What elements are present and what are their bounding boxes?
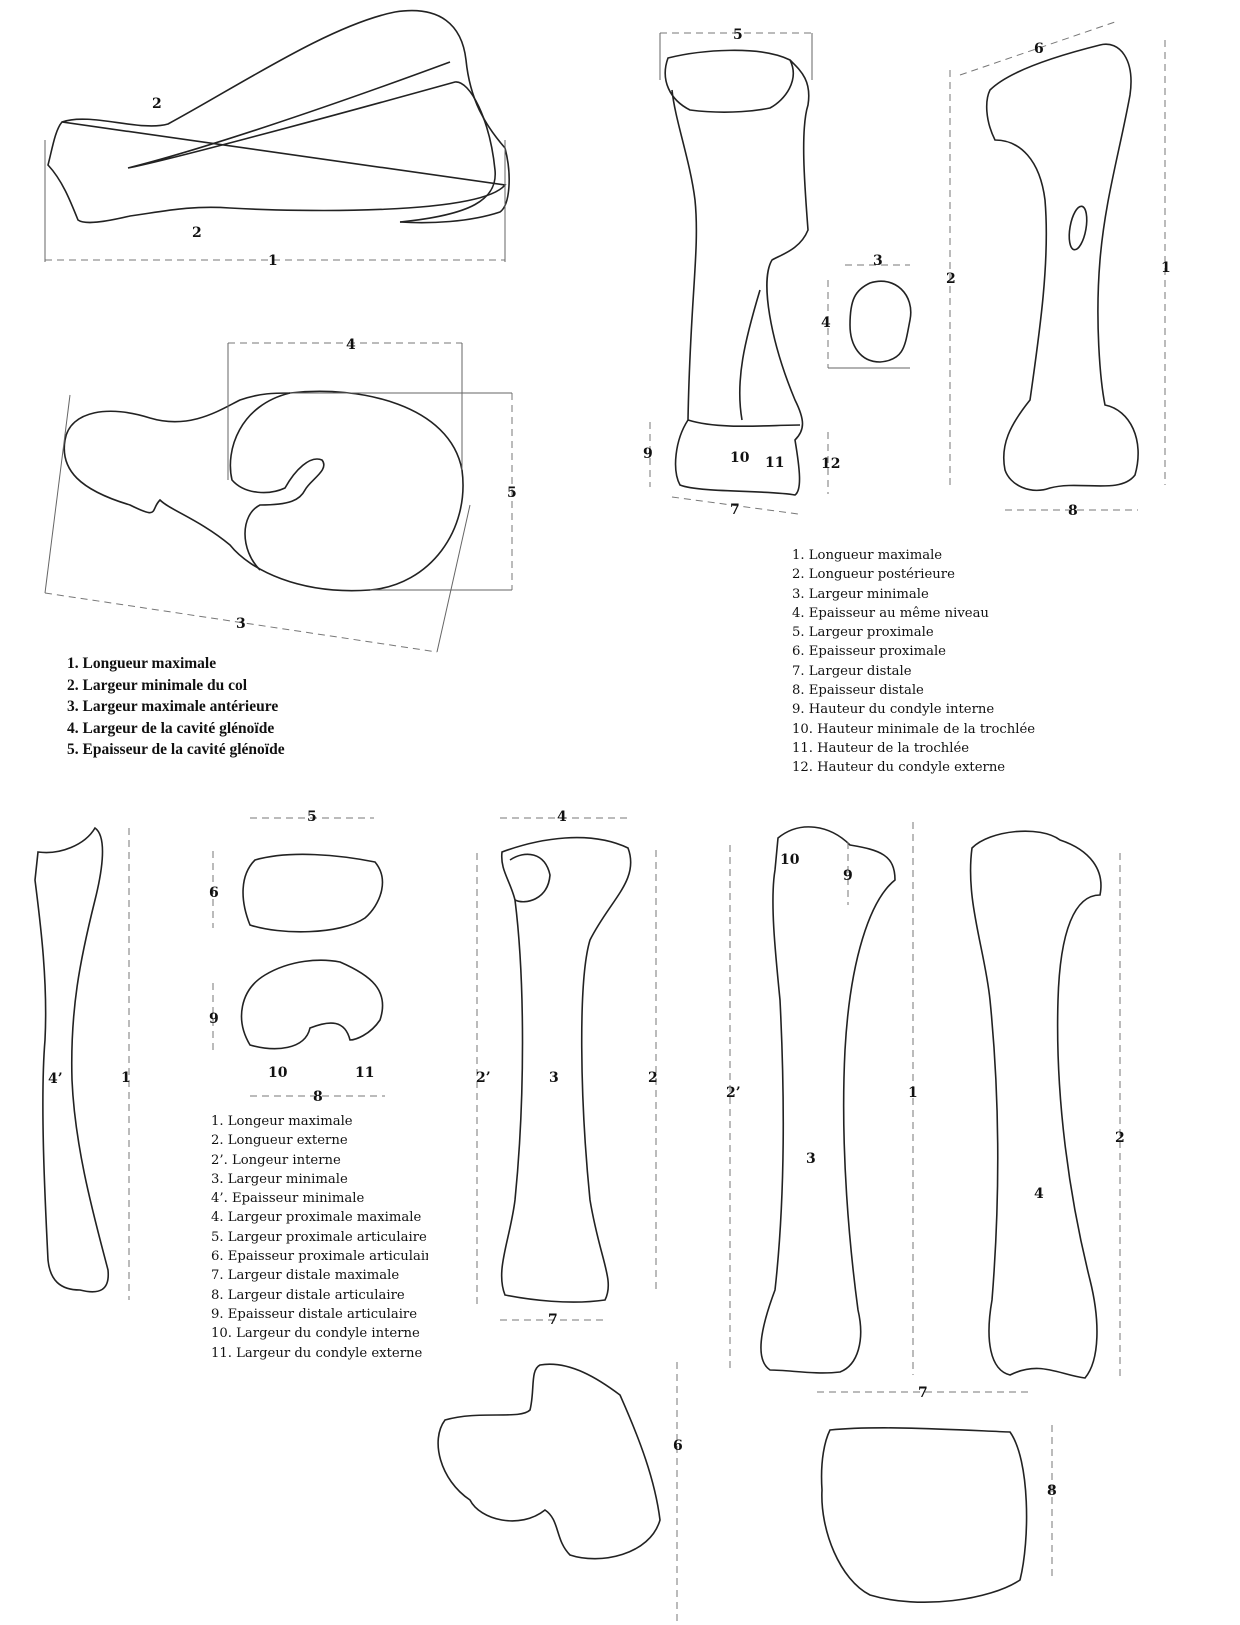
dim-label: 3 <box>873 253 883 269</box>
legend-item: 9. Hauteur du condyle interne <box>792 702 995 718</box>
dim-label: 1 <box>268 253 278 269</box>
dim-label: 10 <box>730 450 750 466</box>
legend-item: 3. Largeur minimale <box>792 586 929 602</box>
dim-label: 2’ <box>726 1085 741 1101</box>
scapula-spine <box>127 61 496 223</box>
legend-item: 4’. Epaisseur minimale <box>211 1191 365 1207</box>
legend-item: 2. Longueur externe <box>211 1133 348 1149</box>
legend-item: 9. Epaisseur distale articulaire <box>211 1306 418 1322</box>
dim-label: 6 <box>209 885 219 901</box>
humerus-outline <box>664 49 810 496</box>
dim-label: 2 <box>648 1070 658 1086</box>
dim-label: 6 <box>673 1438 683 1454</box>
legend-item: 11. Hauteur de la trochlée <box>792 740 970 756</box>
legend-item: 5. Largeur proximale articulaire <box>211 1229 427 1245</box>
legend-item: 10. Largeur du condyle interne <box>211 1326 420 1342</box>
dim-label: 11 <box>765 455 784 471</box>
dim-label: 4 <box>557 809 567 825</box>
legend-item: 4. Largeur proximale maximale <box>211 1210 422 1226</box>
legend-item: 2’. Longeur interne <box>211 1152 341 1168</box>
dim-label: 1 <box>908 1085 918 1101</box>
humerus-anterior-view: 5 9 10 11 12 7 <box>643 27 840 518</box>
scapula-glenoid-view: 4 5 3 <box>44 337 517 653</box>
legend-item: 6. Epaisseur proximale <box>792 644 946 660</box>
dim-label: 3 <box>549 1070 559 1086</box>
legend-item: 10. Hauteur minimale de la trochlée <box>792 721 1036 737</box>
legend-item: 6. Epaisseur proximale articulaire <box>211 1249 428 1265</box>
dim-label: 3 <box>806 1151 816 1167</box>
dim-label: 5 <box>733 27 743 43</box>
dim-label: 3 <box>236 616 246 632</box>
legend-item: 5. Epaisseur de la cavité glénoïde <box>67 741 285 758</box>
legend-item: 1. Longeur maximale <box>211 1114 353 1129</box>
dim-label: 10 <box>780 852 800 868</box>
dim-label: 7 <box>730 502 740 518</box>
dim-label: 11 <box>355 1065 374 1081</box>
dim-label: 8 <box>1068 503 1078 519</box>
dim-label: 12 <box>821 456 840 472</box>
dim-label: 7 <box>918 1385 928 1401</box>
glenoid-outline <box>63 390 464 592</box>
tibia-view: 4 2’ 3 2 7 <box>476 809 658 1328</box>
legend-item: 3. Largeur maximale antérieure <box>67 698 279 715</box>
legend-item: 2. Longueur postérieure <box>792 567 955 583</box>
distal-end-view-8: 7 8 <box>817 1385 1057 1603</box>
legend-item: 2. Largeur minimale du col <box>67 676 248 694</box>
dim-label: 9 <box>843 868 853 884</box>
humerus-legend: 1. Longueur maximale 2. Longueur postéri… <box>792 546 1035 778</box>
dim-label: 8 <box>1047 1483 1057 1499</box>
dim-label: 1 <box>1161 260 1171 276</box>
femur-view-1: 10 9 2’ 1 3 <box>726 822 918 1375</box>
dim-label: 5 <box>307 809 317 825</box>
legend-item: 7. Largeur distale <box>792 663 912 679</box>
radius-lateral-view: 1 4’ <box>34 826 131 1300</box>
dim-label: 4’ <box>48 1071 63 1087</box>
scapula-legend: 1. Longueur maximale 2. Largeur minimale… <box>67 653 285 761</box>
dim-label: 9 <box>209 1011 219 1027</box>
dim-label: 2 <box>1115 1130 1125 1146</box>
dim-label: 8 <box>313 1089 323 1105</box>
legend-item: 8. Largeur distale articulaire <box>211 1287 405 1303</box>
dim-label: 5 <box>507 485 517 501</box>
scapula-lateral-view: 1 2 2 <box>44 9 510 269</box>
legend-item: 3. Largeur minimale <box>211 1171 348 1187</box>
legend-item: 5. Largeur proximale <box>792 625 934 641</box>
femur-view-2: 2 4 <box>969 830 1125 1380</box>
dim-label: 1 <box>121 1070 131 1086</box>
distal-end-view-6: 6 <box>437 1362 683 1625</box>
legend-item: 1. Longueur maximale <box>792 548 943 563</box>
dim-label: 6 <box>1034 41 1044 57</box>
radius-legend: 1. Longeur maximale 2. Longueur externe … <box>211 1112 428 1363</box>
dim-label: 4 <box>1034 1186 1044 1202</box>
dim-label: 4 <box>821 315 831 331</box>
dim-label: 2 <box>946 271 956 287</box>
humerus-lateral-view: 6 2 1 8 <box>946 21 1171 519</box>
legend-item: 8. Epaisseur distale <box>792 683 924 699</box>
dim-label: 2 <box>192 225 202 241</box>
legend-item: 4. Epaisseur au même niveau <box>792 605 989 621</box>
legend-item: 1. Longueur maximale <box>67 655 217 672</box>
scapula-outline <box>47 9 510 224</box>
legend-item: 4. Largeur de la cavité glénoïde <box>67 719 275 737</box>
dim-label: 4 <box>346 337 356 353</box>
humerus-lateral-outline <box>985 43 1139 492</box>
radius-end-views: 5 6 9 10 11 8 <box>209 809 385 1105</box>
humerus-cross-section: 3 4 <box>821 253 912 369</box>
dim-label: 7 <box>548 1312 558 1328</box>
legend-item: 12. Hauteur du condyle externe <box>792 760 1006 776</box>
dim-label: 2’ <box>476 1070 491 1086</box>
legend-item: 7. Largeur distale maximale <box>211 1268 400 1284</box>
dim-label: 9 <box>643 446 653 462</box>
dim-label: 2 <box>152 96 162 112</box>
legend-item: 11. Largeur du condyle externe <box>211 1345 423 1361</box>
dim-label: 10 <box>268 1065 288 1081</box>
